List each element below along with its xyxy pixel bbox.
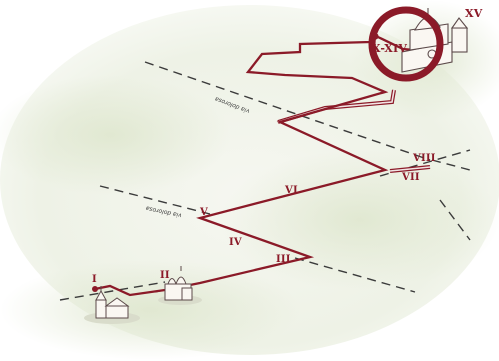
station-label-vii: VII xyxy=(401,172,420,183)
station-label-ii: II xyxy=(160,270,170,281)
street-divider-line xyxy=(59,281,166,301)
street-divider-line xyxy=(439,199,471,241)
station-i-marker xyxy=(92,286,98,292)
station-label-viii: VIII xyxy=(412,153,436,164)
highlight-circle xyxy=(368,6,444,82)
station-label-i: I xyxy=(92,274,97,285)
street-divider-line xyxy=(431,159,471,171)
map-green-area xyxy=(220,150,499,290)
station-label-v: V xyxy=(199,207,208,218)
station-label-iii: III xyxy=(276,254,291,265)
church-icon xyxy=(164,266,193,301)
station-label-xv: XV xyxy=(465,7,483,20)
station-labels: I II III IV V VI VII VIII X-XIV XV xyxy=(92,7,483,285)
map-green-area xyxy=(0,75,230,195)
street-divider-line xyxy=(99,185,211,215)
station-label-iv: IV xyxy=(229,237,242,248)
street-divider-line xyxy=(144,61,431,161)
street-divider-line xyxy=(294,257,416,293)
station-label-vi: VI xyxy=(284,185,298,196)
chapel-icon xyxy=(95,286,130,319)
station-label-x-xiv: X-XIV xyxy=(372,42,407,55)
map-green-area xyxy=(0,260,300,360)
street-double-line-inner xyxy=(389,166,431,172)
